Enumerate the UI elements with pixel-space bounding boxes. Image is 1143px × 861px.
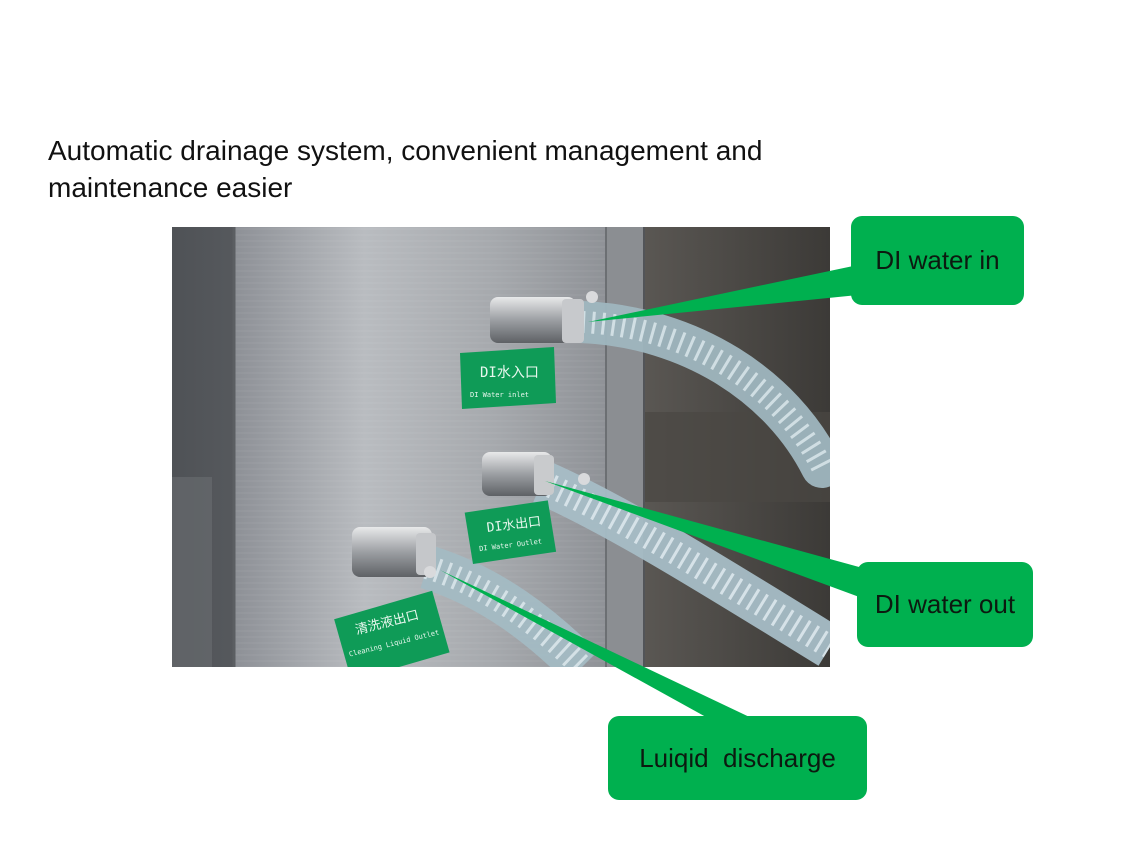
slide-title: Automatic drainage system, convenient ma… [48,135,763,203]
equipment-photo-drawing: DI水入口 DI Water inlet DI水出口 DI Water Outl… [172,227,830,667]
callout-di-water-in: DI water in [851,216,1024,305]
callout-di-water-out: DI water out [857,562,1033,647]
plate-cleaning-liquid-outlet: 清洗液出口 Cleaning Liquid Outlet [334,590,450,667]
callout-di-water-in-label: DI water in [875,245,1000,275]
callout-liquid-discharge: Luiqid discharge [608,716,867,800]
plate-inlet-en: DI Water inlet [470,391,529,399]
equipment-photo: DI水入口 DI Water inlet DI水出口 DI Water Outl… [172,227,830,667]
plate-di-water-inlet: DI水入口 DI Water inlet [460,347,556,409]
callout-liquid-discharge-label: Luiqid discharge [639,742,836,773]
cleaning-fitting [352,527,436,578]
plate-outlet-cn: DI水出口 [486,514,542,536]
callout-di-water-out-label: DI water out [874,589,1016,619]
plate-di-water-outlet: DI水出口 DI Water Outlet [464,500,557,564]
plate-inlet-cn: DI水入口 [480,365,539,381]
